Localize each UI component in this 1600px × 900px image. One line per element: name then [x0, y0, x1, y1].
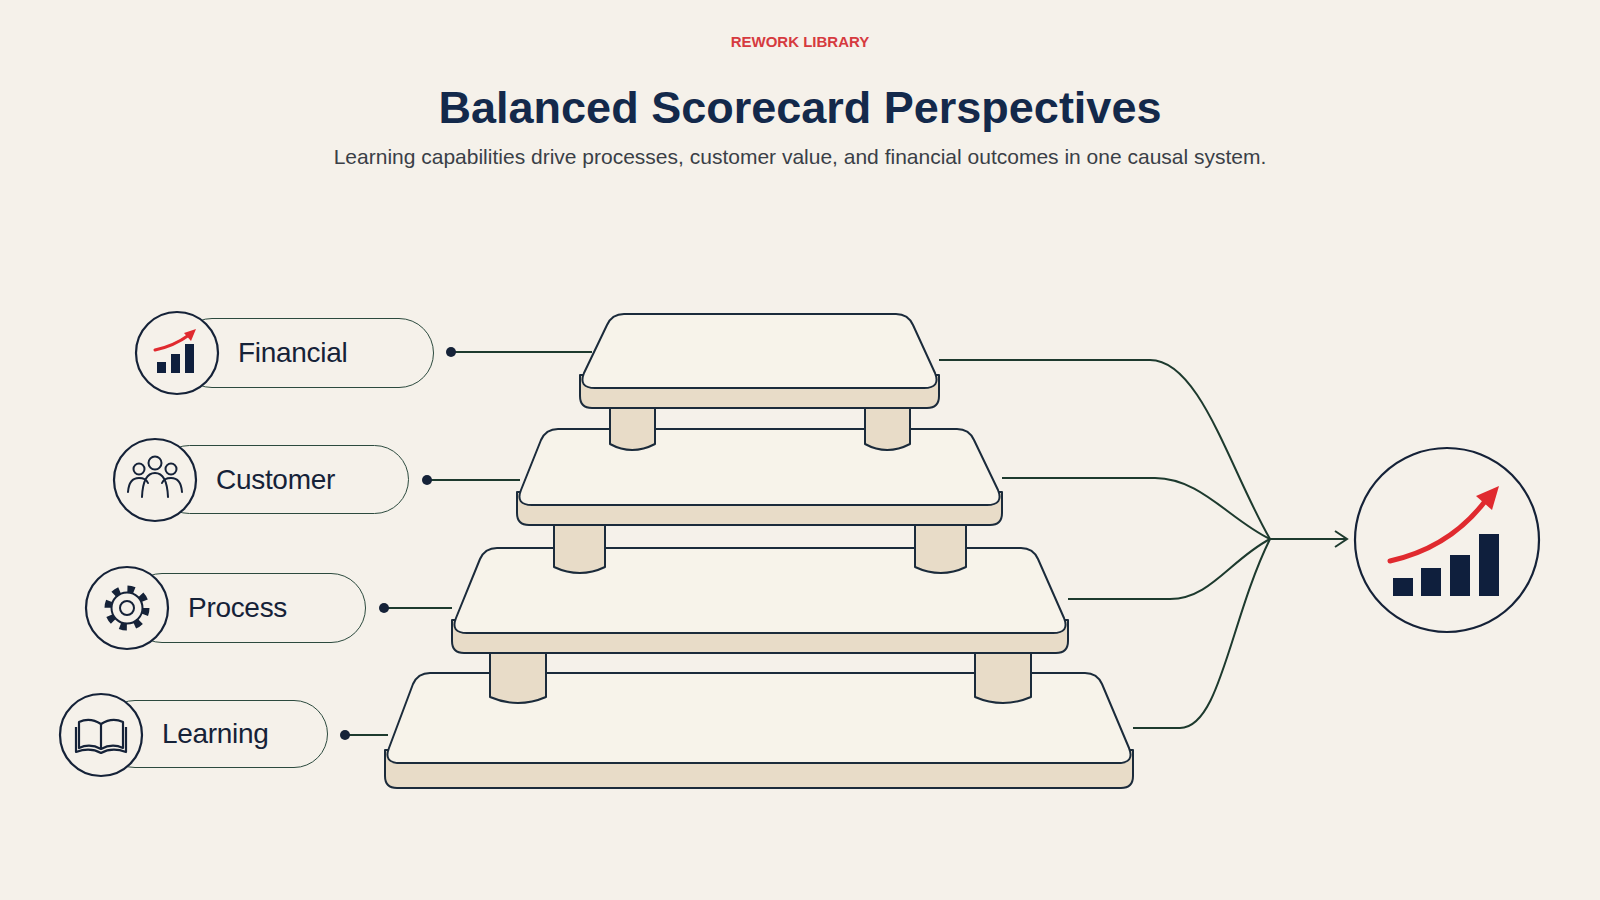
- perspective-label: Learning: [162, 718, 269, 750]
- arrow-head: [1476, 486, 1499, 510]
- perspective-label: Customer: [216, 464, 335, 496]
- merge-line: [1068, 539, 1270, 599]
- bar: [171, 354, 180, 373]
- tier-top: [582, 314, 936, 388]
- bar: [185, 344, 194, 373]
- leader-line: [427, 479, 520, 481]
- gear-hole: [120, 601, 134, 615]
- leader-line: [451, 351, 592, 353]
- merge-lines: [939, 360, 1347, 728]
- bar: [157, 362, 166, 373]
- person-head: [134, 464, 145, 475]
- arrow-head: [184, 329, 196, 341]
- page-caption: Learning capabilities drive processes, c…: [0, 145, 1600, 169]
- bar: [1450, 555, 1470, 596]
- icon-circles: [60, 312, 218, 776]
- leader-dot: [340, 730, 350, 740]
- tier-leg: [975, 650, 1031, 703]
- tier-stack: [385, 314, 1133, 788]
- tier-leg: [915, 520, 966, 573]
- icon-circle: [86, 567, 168, 649]
- tier-leg: [865, 404, 910, 450]
- person-body: [142, 473, 168, 497]
- perspective-pill: Learning: [101, 700, 328, 768]
- merge-line: [1002, 478, 1270, 539]
- tier-top: [519, 429, 999, 505]
- person-head: [166, 464, 177, 475]
- tier-leg: [490, 650, 546, 703]
- tier-leg: [554, 520, 605, 573]
- perspective-label: Financial: [238, 337, 347, 369]
- growth-bars: [1393, 534, 1499, 596]
- page-title: Balanced Scorecard Perspectives: [0, 82, 1600, 134]
- icon-circle: [60, 694, 142, 776]
- site-label: REWORK LIBRARY: [0, 33, 1600, 50]
- merge-line: [1133, 539, 1270, 728]
- icon-circle: [114, 439, 196, 521]
- leader-dot: [422, 475, 432, 485]
- finance-icon: [157, 344, 194, 373]
- book-icon: [76, 720, 126, 753]
- merge-line: [939, 360, 1270, 539]
- perspective-pill: Process: [127, 573, 366, 643]
- perspective-pill: Financial: [177, 318, 434, 388]
- person-body: [128, 478, 148, 492]
- finance-arrow: [155, 335, 189, 350]
- book-cover: [76, 727, 126, 753]
- leader-dot: [446, 347, 456, 357]
- gear-teeth: [108, 589, 146, 627]
- icon-circle: [136, 312, 218, 394]
- leader-dot: [379, 603, 389, 613]
- bar: [1479, 534, 1499, 596]
- book-outline: [79, 720, 123, 749]
- leader-line: [345, 734, 388, 736]
- bar: [1421, 568, 1441, 596]
- bar: [1393, 578, 1413, 596]
- perspective-label: Process: [188, 592, 287, 624]
- arrow-head: [1335, 531, 1347, 547]
- merge-arrow: [1270, 538, 1346, 540]
- perspective-pill: Customer: [155, 445, 409, 514]
- people-icon: [128, 457, 182, 498]
- outcome-circle: [1355, 448, 1539, 632]
- leader-line: [384, 607, 452, 609]
- tier-leg: [610, 404, 655, 450]
- tier-top: [454, 548, 1065, 633]
- person-body: [162, 478, 182, 492]
- person-head: [149, 457, 162, 470]
- growth-arrow: [1390, 500, 1486, 561]
- gear-body: [112, 593, 143, 624]
- book-spine: [100, 724, 102, 749]
